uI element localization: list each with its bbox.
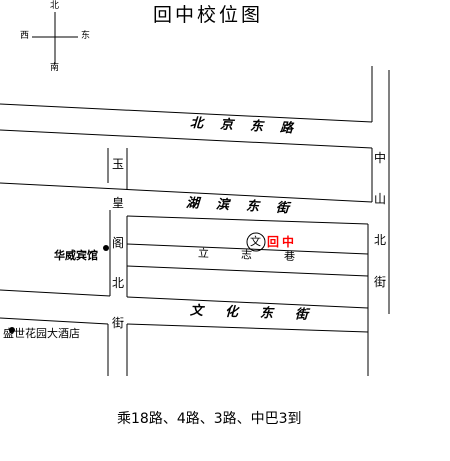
compass-east-label: 东 (81, 31, 91, 41)
map-title: 回中校位图 (153, 4, 264, 26)
school-marker-circle (246, 232, 266, 252)
road-edge-beijing-top (0, 103, 373, 123)
shengshi-hotel-dot (9, 327, 15, 333)
road-char: 中 (374, 151, 387, 165)
road-char: 北 (112, 276, 125, 290)
road-edge-yuhuangge-left (107, 148, 111, 376)
school-name-label: 回中 (267, 235, 298, 249)
road-char: 皇 (112, 196, 125, 210)
road-char: 阁 (112, 236, 125, 250)
compass-cross (32, 12, 78, 64)
huawei-hotel-dot (103, 245, 109, 251)
compass-west-label: 西 (20, 31, 30, 41)
road-edge-hubin-top (0, 182, 373, 203)
road-edge-wenhua-top (0, 289, 369, 309)
road-edge-lizhi-bottom (126, 265, 369, 277)
road-char: 山 (374, 192, 387, 206)
road-edge-hubin-bottom (126, 215, 369, 225)
bus-route-info: 乘18路、4路、3路、中巴3到 (117, 411, 302, 427)
road-edge-beijing-bottom (0, 129, 373, 149)
road-char: 街 (374, 275, 387, 289)
road-edge-lizhi-top (126, 243, 369, 255)
school-symbol: 文 (250, 235, 261, 248)
compass-north-label: 北 (50, 1, 60, 11)
poi-huawei-hotel: 华威宾馆 (54, 249, 98, 262)
road-edge-zhongshan-left (367, 66, 373, 376)
poi-shengshi-hotel: 盛世花园大酒店 (3, 327, 80, 340)
road-char: 北 (374, 233, 387, 247)
road-char: 玉 (112, 157, 125, 171)
road-char: 街 (112, 316, 125, 330)
compass-south-label: 南 (50, 63, 60, 73)
road-edge-wenhua-bottom (0, 317, 369, 333)
